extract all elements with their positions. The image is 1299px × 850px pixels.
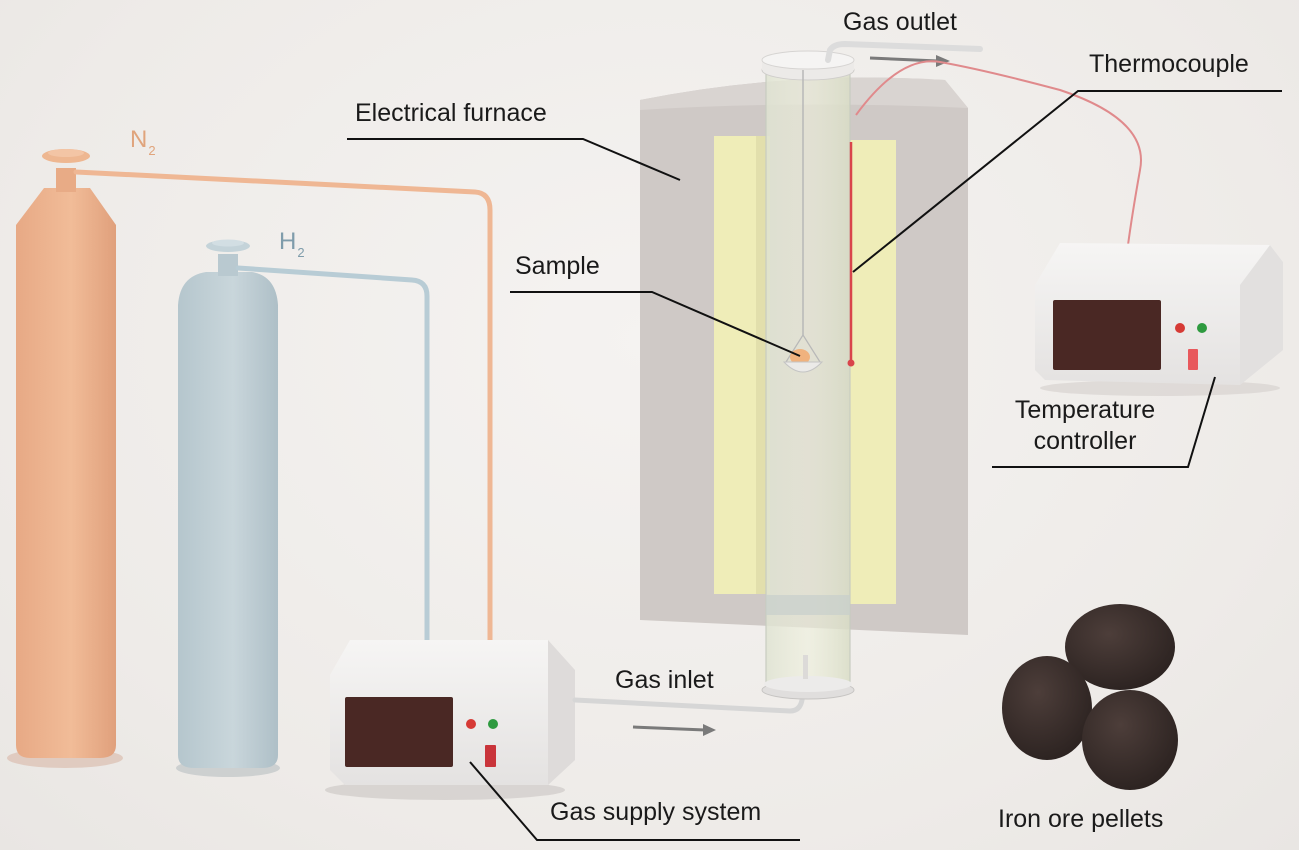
temperature-display <box>1053 300 1161 370</box>
iron-ore-pellets <box>1002 604 1178 790</box>
h2-valve-stem <box>218 254 238 276</box>
sample-basket <box>782 70 824 373</box>
gas-supply-power-switch[interactable] <box>485 745 496 767</box>
temperature-controller-label-line2: controller <box>1033 427 1137 455</box>
gas-inlet-line <box>572 685 807 714</box>
n2-gas-line <box>73 169 493 661</box>
h2-label: H2 <box>279 228 305 260</box>
temperature-controller-label: Temperature controller <box>1000 398 1170 454</box>
n2-cylinder <box>7 149 123 768</box>
gas-supply-led-red <box>466 719 476 729</box>
leader-sample <box>510 291 801 357</box>
gas-supply-box <box>325 640 575 800</box>
gas-supply-system-label: Gas supply system <box>550 798 762 826</box>
pellet-2 <box>1002 656 1092 760</box>
leader-gas-supply-system <box>469 761 800 841</box>
leader-electrical-furnace <box>347 138 681 181</box>
thermocouple <box>847 60 1142 367</box>
reaction-tube <box>761 50 855 700</box>
temperature-controller-label-line1: Temperature <box>1014 396 1156 424</box>
h2-gas-line <box>235 265 430 661</box>
gas-supply-led-green <box>488 719 498 729</box>
n2-label: N2 <box>130 126 156 158</box>
gas-inlet-arrow <box>632 724 716 736</box>
h2-cylinder <box>176 239 280 777</box>
gas-inlet-label: Gas inlet <box>615 666 714 694</box>
pellet-3 <box>1082 690 1178 790</box>
heating-element-right <box>850 140 896 604</box>
temperature-power-switch[interactable] <box>1188 349 1198 370</box>
gas-outlet-label: Gas outlet <box>843 8 957 36</box>
leader-temperature-controller <box>992 376 1216 468</box>
gas-supply-display <box>345 697 453 767</box>
temperature-led-red <box>1175 323 1185 333</box>
electrical-furnace-label: Electrical furnace <box>355 99 547 127</box>
n2-valve-stem <box>56 168 76 192</box>
iron-ore-pellets-label: Iron ore pellets <box>998 805 1164 833</box>
gas-outlet-arrow <box>869 55 950 67</box>
temperature-controller-box <box>1035 243 1283 396</box>
pellet-1 <box>1065 604 1175 690</box>
gas-outlet-line <box>825 40 983 63</box>
sample-label: Sample <box>515 252 600 280</box>
leader-thermocouple <box>852 90 1282 273</box>
thermocouple-label: Thermocouple <box>1089 50 1249 78</box>
temperature-led-green <box>1197 323 1207 333</box>
